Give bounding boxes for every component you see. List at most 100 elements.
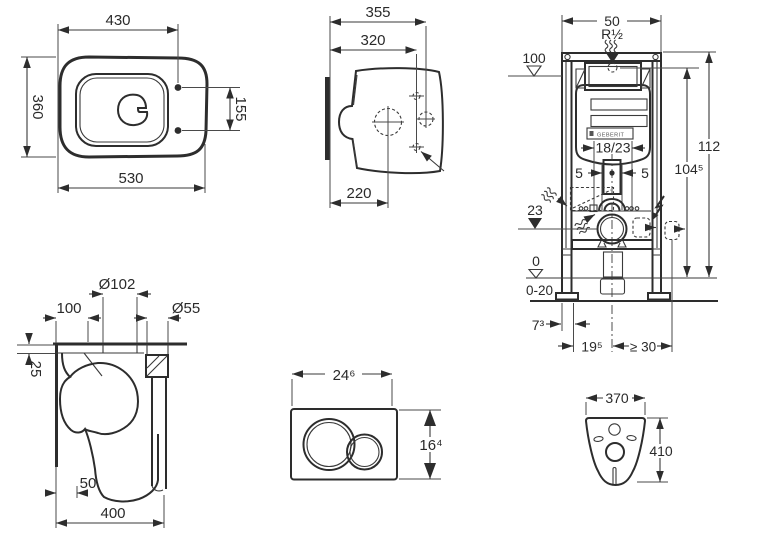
toilet-top-view: 430 360 530 155 [21, 12, 249, 193]
dashed-diagonal [572, 189, 612, 209]
heat-waves-arrow [556, 196, 568, 207]
extension-lines [561, 240, 673, 352]
channel-bottom-line [151, 485, 164, 492]
dim-112-label: 112 [698, 138, 721, 154]
dim-dia102-label: Ø102 [99, 276, 136, 293]
flush-button-small [346, 433, 383, 471]
flush-opening-outline [116, 93, 149, 127]
frame-rails [561, 61, 662, 293]
dim-355-label: 355 [365, 4, 390, 21]
drain-socket [145, 354, 169, 378]
rail-inner-lines [565, 61, 658, 248]
fixing-hole-dashed-circle [412, 91, 421, 101]
flush-button-large-inner-ring [306, 421, 352, 468]
extension-lines [102, 297, 138, 343]
lightning-arrowhead [652, 212, 659, 221]
heat-waves-icon [573, 218, 592, 236]
heat-waves-icon [539, 186, 558, 205]
dim-dia55-label: Ø55 [172, 300, 200, 317]
outlet-elbow [599, 278, 626, 295]
fixing-hole-crosses [409, 95, 424, 148]
centre-dot [609, 170, 615, 176]
flush-button-large [302, 418, 356, 471]
dim-155-label: 155 [232, 96, 249, 121]
geberit-logo-icon [589, 131, 594, 136]
dim-320-label: 320 [360, 32, 385, 49]
dim-246-label: 24⁶ [333, 367, 356, 384]
level-100-label: 100 [522, 50, 546, 66]
dim-410-label: 410 [649, 443, 673, 459]
mounting-hole-dot [174, 127, 182, 134]
toilet-rear-view: 355 320 220 [325, 4, 445, 208]
gasket-large-hole [605, 442, 625, 462]
inspection-box-inner [588, 65, 638, 88]
dim-7-label: 7³ [532, 317, 545, 333]
dim-5-right-label: 5 [641, 165, 649, 181]
wall-bar [325, 77, 330, 160]
geberit-logo-text: GEBERIT [597, 133, 625, 139]
profile-detail-lines [352, 74, 358, 166]
dim-430-label: 430 [105, 12, 130, 29]
fixing-hole-dashed-circle [412, 142, 421, 152]
outlet-pipe [602, 251, 624, 278]
dim-104-label: 104⁵ [674, 161, 703, 177]
cistern-slot [590, 114, 648, 128]
dim-164-label: 16⁴ [419, 437, 442, 454]
gasket-side-slot [626, 434, 637, 442]
extension-lines [17, 344, 55, 354]
flush-button-small-inner-ring [349, 436, 380, 468]
leader-arrow [420, 151, 445, 172]
extension-lines [291, 379, 441, 480]
dim-arrow-164 [424, 410, 436, 426]
fitting [634, 206, 640, 211]
extension-lines [585, 402, 668, 483]
dim-19-label: 19⁵ [581, 339, 602, 355]
fitting [629, 206, 634, 211]
pan-section-outer-profile [58, 352, 159, 503]
cistern-slot [590, 98, 648, 111]
extension-lines [57, 24, 179, 193]
sound-insulation-gasket-view: 370 410 [584, 390, 674, 487]
lightning-icon [654, 195, 665, 217]
gasket-small-hole [608, 423, 621, 436]
dim-arrow-164 [424, 463, 436, 479]
level-0-label: 0 [532, 253, 540, 269]
dashed-connection-box [632, 217, 651, 238]
pan-profile-outline [337, 67, 444, 175]
gasket-side-slot [593, 435, 604, 443]
dashed-socket-box [664, 220, 680, 241]
geberit-logo-box [586, 127, 634, 140]
corner-screw [564, 53, 571, 61]
heat-waves-arrow [583, 214, 596, 224]
dim-100-label: 100 [56, 300, 81, 317]
dim-5-left-label: 5 [575, 165, 583, 181]
pan-section-bowl-profile [69, 361, 139, 436]
fitting [578, 206, 584, 211]
seat-ring-inner-line [79, 77, 165, 143]
drain-socket-hatch [146, 355, 168, 377]
installation-frame-view: GEBERIT [508, 13, 722, 355]
dim-400-label: 400 [100, 505, 125, 522]
level-23-triangle-icon [528, 218, 542, 229]
level-0-triangle-icon [527, 268, 544, 279]
dim-50-label: 50 [80, 475, 97, 492]
foot-plate [647, 292, 671, 301]
fitting [589, 204, 598, 213]
floor-range-label: 0-20 [526, 283, 553, 298]
seat-ring-outline [75, 73, 169, 147]
dim-530-label: 530 [118, 170, 143, 187]
fitting [583, 206, 589, 211]
pan-outer-outline [58, 55, 209, 159]
hole-wall-ticks [102, 344, 169, 355]
toilet-section-view: Ø102 100 Ø55 25 50 400 [17, 276, 200, 528]
side-clamps [575, 68, 651, 89]
dim-370-label: 370 [605, 390, 629, 406]
foot-plate [555, 292, 579, 301]
extension-lines [146, 321, 169, 343]
back-channel-lines [151, 378, 167, 489]
water-connection-dashed-circle [607, 62, 618, 73]
extension-lines [182, 87, 240, 131]
dashed-opening [569, 186, 615, 212]
dim-30-label: ≥ 30 [630, 340, 656, 355]
